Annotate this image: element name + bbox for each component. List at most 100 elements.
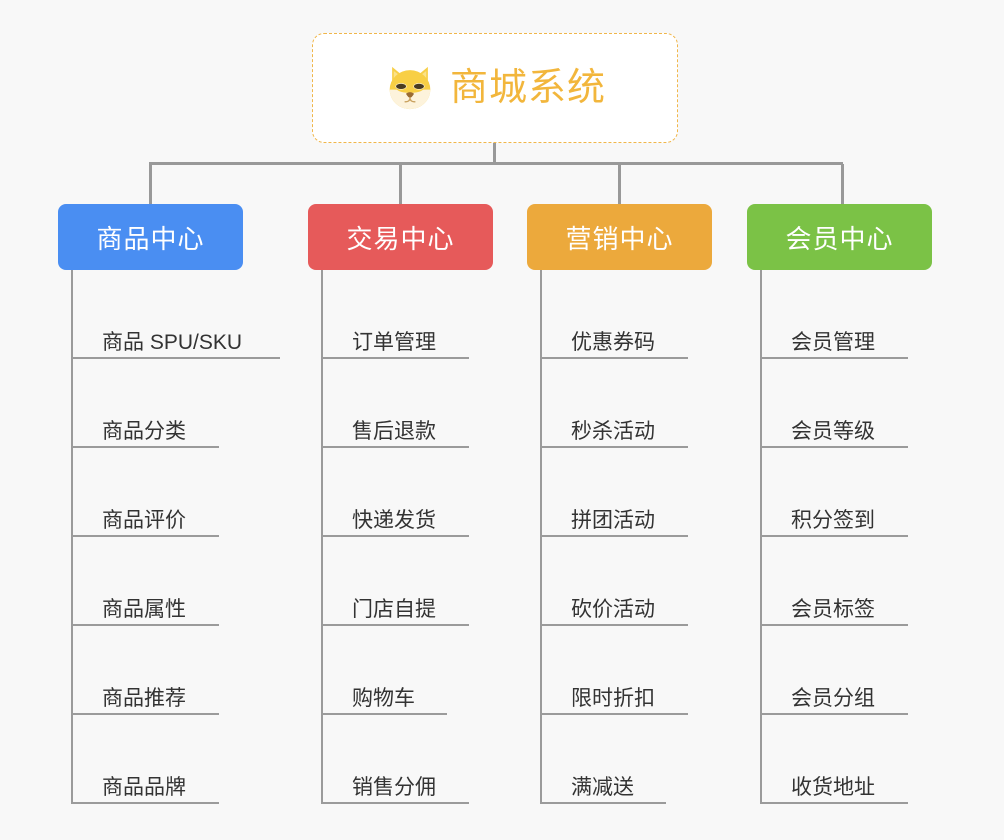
leaf-item[interactable]: 砍价活动 xyxy=(527,537,712,626)
leaf-underline xyxy=(71,446,219,448)
leaf-label: 商品属性 xyxy=(102,597,186,621)
leaf-label: 售后退款 xyxy=(352,419,436,443)
leaf-underline xyxy=(321,713,447,715)
leaf-underline xyxy=(760,535,908,537)
category-label: 营销中心 xyxy=(565,223,674,254)
leaf-spine-4 xyxy=(760,270,762,804)
category-label: 交易中心 xyxy=(346,223,455,254)
branch-2: 交易中心订单管理售后退款快递发货门店自提购物车销售分佣 xyxy=(308,204,493,804)
leaf-underline xyxy=(71,802,219,804)
connector-root-stem xyxy=(493,143,496,164)
leaf-label: 积分签到 xyxy=(791,508,875,532)
leaf-underline xyxy=(321,446,469,448)
leaf-underline xyxy=(321,802,469,804)
leaf-item[interactable]: 商品 SPU/SKU xyxy=(58,270,280,359)
leaf-label: 会员分组 xyxy=(791,686,875,710)
category-label: 商品中心 xyxy=(96,223,205,254)
leaf-label: 会员管理 xyxy=(791,330,875,354)
leaf-label: 订单管理 xyxy=(352,330,436,354)
leaf-item[interactable]: 购物车 xyxy=(308,626,493,715)
leaf-list-1: 商品 SPU/SKU 商品分类商品评价商品属性商品推荐商品品牌 xyxy=(58,270,280,804)
leaf-underline xyxy=(760,802,908,804)
leaf-list-4: 会员管理会员等级积分签到会员标签会员分组收货地址 xyxy=(747,270,932,804)
leaf-spine-3 xyxy=(540,270,542,804)
leaf-item[interactable]: 满减送 xyxy=(527,715,712,804)
leaf-label: 门店自提 xyxy=(352,597,436,621)
leaf-item[interactable]: 会员标签 xyxy=(747,537,932,626)
leaf-item[interactable]: 商品推荐 xyxy=(58,626,243,715)
connector-horizontal-bus xyxy=(149,162,843,165)
leaf-spine-2 xyxy=(321,270,323,804)
leaf-item[interactable]: 商品品牌 xyxy=(58,715,243,804)
leaf-label: 会员标签 xyxy=(791,597,875,621)
leaf-underline xyxy=(321,624,469,626)
leaf-item[interactable]: 会员等级 xyxy=(747,359,932,448)
leaf-underline xyxy=(71,357,280,359)
leaf-underline xyxy=(321,535,469,537)
category-box-1[interactable]: 商品中心 xyxy=(58,204,243,270)
leaf-label: 快递发货 xyxy=(352,508,436,532)
connector-drop-3 xyxy=(618,164,621,204)
leaf-label: 优惠券码 xyxy=(571,330,655,354)
connector-drop-2 xyxy=(399,164,402,204)
leaf-item[interactable]: 限时折扣 xyxy=(527,626,712,715)
root-node[interactable]: 商城系统 xyxy=(312,33,678,143)
root-title: 商城系统 xyxy=(449,67,606,109)
leaf-item[interactable]: 商品属性 xyxy=(58,537,243,626)
leaf-list-3: 优惠券码秒杀活动拼团活动砍价活动限时折扣满减送 xyxy=(527,270,712,804)
leaf-item[interactable]: 商品评价 xyxy=(58,448,243,537)
leaf-underline xyxy=(71,624,219,626)
leaf-item[interactable]: 售后退款 xyxy=(308,359,493,448)
leaf-item[interactable]: 门店自提 xyxy=(308,537,493,626)
branch-3: 营销中心优惠券码秒杀活动拼团活动砍价活动限时折扣满减送 xyxy=(527,204,712,804)
leaf-label: 商品 SPU/SKU xyxy=(102,330,243,354)
leaf-item[interactable]: 收货地址 xyxy=(747,715,932,804)
leaf-label: 商品品牌 xyxy=(102,775,186,799)
leaf-item[interactable]: 优惠券码 xyxy=(527,270,712,359)
leaf-item[interactable]: 会员管理 xyxy=(747,270,932,359)
leaf-underline xyxy=(760,446,908,448)
leaf-label: 限时折扣 xyxy=(571,686,655,710)
leaf-label: 秒杀活动 xyxy=(571,419,655,443)
leaf-item[interactable]: 会员分组 xyxy=(747,626,932,715)
leaf-item[interactable]: 积分签到 xyxy=(747,448,932,537)
leaf-underline xyxy=(540,535,688,537)
leaf-item[interactable]: 商品分类 xyxy=(58,359,243,448)
connector-drop-4 xyxy=(841,164,844,204)
connector-drop-1 xyxy=(149,164,152,204)
branch-1: 商品中心商品 SPU/SKU 商品分类商品评价商品属性商品推荐商品品牌 xyxy=(58,204,280,804)
leaf-underline xyxy=(540,713,688,715)
leaf-underline xyxy=(760,624,908,626)
leaf-underline xyxy=(540,446,688,448)
leaf-underline xyxy=(321,357,469,359)
category-box-3[interactable]: 营销中心 xyxy=(527,204,712,270)
category-label: 会员中心 xyxy=(785,223,894,254)
leaf-underline xyxy=(760,357,908,359)
leaf-underline xyxy=(71,713,219,715)
category-box-4[interactable]: 会员中心 xyxy=(747,204,932,270)
leaf-list-2: 订单管理售后退款快递发货门店自提购物车销售分佣 xyxy=(308,270,493,804)
leaf-spine-1 xyxy=(71,270,73,804)
leaf-label: 会员等级 xyxy=(791,419,875,443)
leaf-item[interactable]: 秒杀活动 xyxy=(527,359,712,448)
leaf-item[interactable]: 快递发货 xyxy=(308,448,493,537)
leaf-underline xyxy=(540,624,688,626)
leaf-underline xyxy=(540,357,688,359)
leaf-label: 收货地址 xyxy=(791,775,875,799)
leaf-label: 销售分佣 xyxy=(352,775,436,799)
leaf-label: 商品分类 xyxy=(102,419,186,443)
leaf-item[interactable]: 订单管理 xyxy=(308,270,493,359)
branch-4: 会员中心会员管理会员等级积分签到会员标签会员分组收货地址 xyxy=(747,204,932,804)
leaf-label: 拼团活动 xyxy=(571,508,655,532)
category-box-2[interactable]: 交易中心 xyxy=(308,204,493,270)
leaf-item[interactable]: 销售分佣 xyxy=(308,715,493,804)
shiba-dog-icon xyxy=(389,66,431,110)
leaf-underline xyxy=(540,802,666,804)
leaf-label: 满减送 xyxy=(571,775,634,799)
leaf-label: 商品评价 xyxy=(102,508,186,532)
leaf-item[interactable]: 拼团活动 xyxy=(527,448,712,537)
leaf-label: 商品推荐 xyxy=(102,686,186,710)
leaf-underline xyxy=(760,713,908,715)
leaf-underline xyxy=(71,535,219,537)
